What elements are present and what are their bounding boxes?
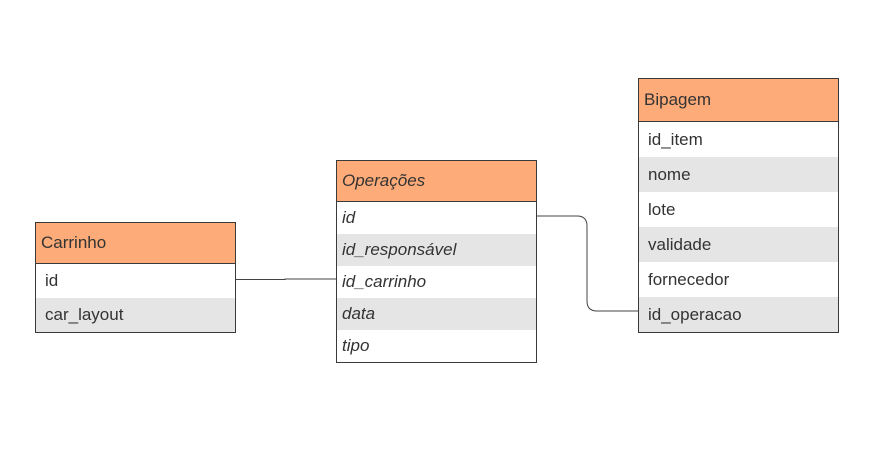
field-validade: validade bbox=[639, 227, 838, 262]
field-id-carrinho: id_carrinho bbox=[342, 272, 427, 291]
entity-operacoes[interactable]: Operações id id_responsável id_carrinho … bbox=[336, 160, 537, 363]
field-id: id bbox=[45, 271, 59, 290]
field-nome: nome bbox=[639, 157, 838, 192]
connector-operacoes-bipagem bbox=[537, 215, 638, 312]
field-fornecedor: fornecedor bbox=[648, 269, 730, 289]
entity-carrinho[interactable]: Carrinho id car_layout bbox=[35, 222, 236, 333]
field-id-operacao: id_operacao bbox=[639, 297, 838, 332]
field-car-layout: car_layout bbox=[36, 298, 235, 332]
entity-bipagem[interactable]: Bipagem id_item nome lote validade forne… bbox=[638, 78, 839, 333]
field-id-responsavel: id_responsável bbox=[337, 234, 536, 266]
field-lote: lote bbox=[648, 199, 676, 219]
entity-title: Carrinho bbox=[36, 223, 235, 264]
field-data: data bbox=[337, 298, 536, 330]
field-tipo: tipo bbox=[342, 336, 370, 355]
connector-carrinho-operacoes bbox=[236, 278, 336, 280]
field-id-item: id_item bbox=[648, 129, 703, 149]
entity-title: Operações bbox=[337, 161, 536, 202]
entity-title: Bipagem bbox=[639, 79, 838, 122]
field-id: id bbox=[342, 208, 356, 227]
